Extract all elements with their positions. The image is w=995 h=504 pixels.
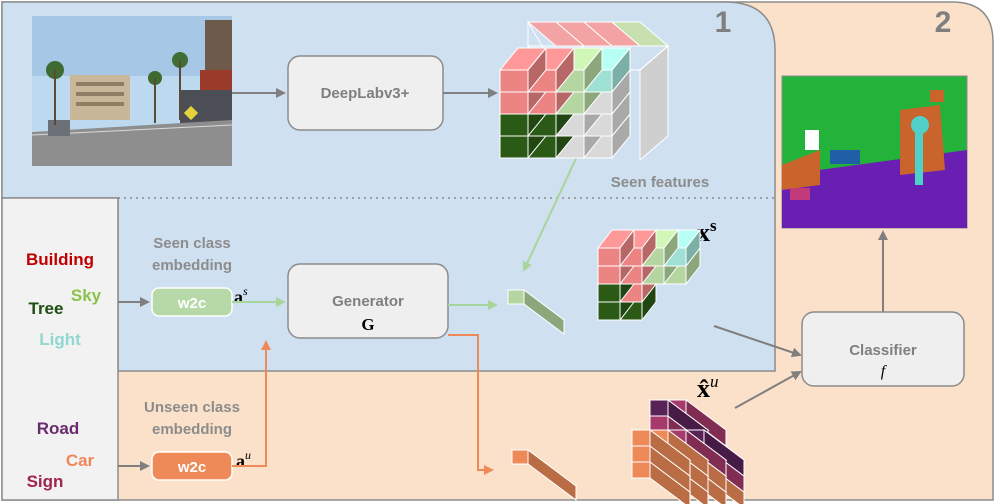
seen-feature-grid-r3c0-front xyxy=(499,135,529,159)
class-light: Light xyxy=(39,330,81,349)
class-name-list: Building Sky Tree Light Road Car Sign xyxy=(26,250,102,491)
class-sign: Sign xyxy=(27,472,64,491)
generator-symbol: G xyxy=(361,315,374,334)
w2c-unseen-label: w2c xyxy=(177,459,206,476)
feature-cubes xyxy=(498,46,746,504)
xs-feature-grid-r3c0-front xyxy=(597,301,621,321)
arrow-generator-to-unseen-sample xyxy=(448,334,494,475)
generator-block xyxy=(287,263,449,339)
x-unseen-symbol: x̂u xyxy=(697,372,719,403)
xu-bottom-r1c0-front xyxy=(631,445,651,463)
seen-embedding-label-2: embedding xyxy=(152,257,232,274)
class-names-panel xyxy=(1,197,119,501)
stage-2-number: 2 xyxy=(935,6,952,39)
generated-seen-sample-front xyxy=(507,289,525,305)
unseen-embedding-label-2: embedding xyxy=(152,421,232,438)
w2c-seen-label: w2c xyxy=(177,295,206,312)
seen-feature-cube xyxy=(526,20,670,162)
input-street-photo xyxy=(31,16,233,166)
class-tree: Tree xyxy=(29,299,64,318)
classifier-label: Classifier xyxy=(849,342,917,359)
unseen-embedding-label-1: Unseen class xyxy=(144,399,240,416)
arrow-w2c-unseen-to-generator xyxy=(232,340,271,467)
seen-feature-grid-r0c0-front xyxy=(499,69,529,93)
xs-feature-grid-r0c0-front xyxy=(597,247,621,267)
seen-feature-grid-r2c0-front xyxy=(499,113,529,137)
class-sky: Sky xyxy=(71,286,102,305)
generated-unseen-sample-front xyxy=(511,449,529,465)
deeplab-label: DeepLabv3+ xyxy=(321,85,410,102)
class-road: Road xyxy=(37,419,80,438)
xu-bottom-r0c0-front xyxy=(631,429,651,447)
seen-features-label: Seen features xyxy=(611,174,709,191)
classifier-block xyxy=(801,311,965,387)
seen-feature-grid-r1c0-front xyxy=(499,91,529,115)
segmentation-output xyxy=(781,75,968,229)
xu-bottom-r2c0-front xyxy=(631,461,651,479)
a-unseen-symbol: au xyxy=(236,448,251,471)
seen-embedding-label-1: Seen class xyxy=(153,235,231,252)
xu-top-r0c0-front xyxy=(649,399,669,417)
xs-feature-grid-r1c0-front xyxy=(597,265,621,285)
generator-label: Generator xyxy=(332,293,404,310)
arrow-seen-features-to-classifier xyxy=(713,325,802,358)
xs-feature-grid-r2c0-front xyxy=(597,283,621,303)
a-seen-symbol: as xyxy=(234,284,248,307)
class-car: Car xyxy=(66,451,95,470)
class-building: Building xyxy=(26,250,94,269)
stage-1-number: 1 xyxy=(715,6,732,39)
classifier-symbol: f xyxy=(881,363,888,380)
arrow-unseen-features-to-classifier xyxy=(734,371,802,409)
